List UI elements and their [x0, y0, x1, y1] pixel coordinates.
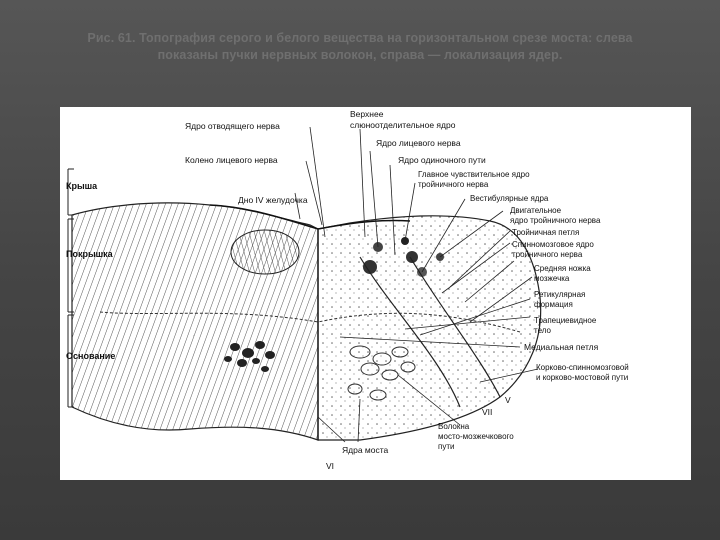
label-reticular-2: формация: [534, 300, 573, 309]
fourth-ventricle-floor: [209, 204, 411, 230]
right-half-nuclei: [317, 215, 542, 441]
label-fibers-1: Волокна: [438, 422, 470, 431]
label-vestibular: Вестибулярные ядра: [470, 194, 549, 203]
label-trigeminal-sensory-1: Главное чувствительное ядро: [418, 170, 530, 179]
label-middle-peduncle-1: Средняя ножка: [534, 264, 591, 273]
label-trigeminal-sensory-2: тройничного нерва: [418, 180, 489, 189]
label-fibers-2: мосто-мозжечкового: [438, 432, 514, 441]
corticospinal-bundles-left: [224, 341, 275, 372]
label-facial-nucleus: Ядро лицевого нерва: [376, 138, 461, 148]
label-superior-salivatory-2: слюноотделительное ядро: [350, 120, 456, 130]
slide-caption: Рис. 61. Топография серого и белого веще…: [40, 30, 680, 64]
label-corticospinal-2: и корково-мостовой пути: [536, 373, 628, 382]
label-abducens-nucleus: Ядро отводящего нерва: [185, 121, 280, 131]
pontine-nuclei-right: [347, 345, 416, 401]
label-nerve-vi: VI: [326, 461, 334, 471]
label-fourth-ventricle-floor: Дно IV желудочка: [238, 195, 308, 205]
pons-diagram: Крыша Покрышка Основание Я: [66, 109, 629, 471]
label-medial-lemniscus: Медиальная петля: [524, 342, 599, 352]
label-nerve-vii: VII: [482, 407, 492, 417]
label-roof: Крыша: [66, 181, 98, 191]
label-trapezoid-2: тело: [534, 326, 552, 335]
label-facial-genu: Колено лицевого нерва: [185, 155, 278, 165]
nerve-v-root: [409, 256, 501, 398]
leader-lines: [294, 126, 539, 443]
label-corticospinal-1: Корково-спинномозговой: [536, 363, 629, 372]
label-nerve-v: V: [505, 395, 511, 405]
pons-cross-section-figure: Крыша Покрышка Основание Я: [60, 107, 691, 480]
label-trigeminal-motor-2: ядро тройничного нерва: [510, 216, 601, 225]
label-base: Основание: [66, 351, 115, 361]
label-solitary-nucleus: Ядро одиночного пути: [398, 155, 486, 165]
label-middle-peduncle-2: мозжечка: [534, 274, 570, 283]
label-fibers-3: пути: [438, 442, 454, 451]
label-superior-salivatory-1: Верхнее: [350, 109, 384, 119]
label-pontine-nuclei: Ядра моста: [342, 445, 389, 455]
caption-line-2: показаны пучки нервных волокон, справа —…: [157, 48, 563, 62]
label-spinal-trigeminal-2: тройничного нерва: [512, 250, 583, 259]
facial-genu-blob: [230, 229, 300, 275]
nerve-vii-root: [359, 256, 461, 408]
label-tegmentum: Покрышка: [66, 249, 114, 259]
label-reticular-1: Ретикулярная: [534, 290, 585, 299]
label-trapezoid-1: Трапециевидное: [534, 316, 597, 325]
caption-line-1: Рис. 61. Топография серого и белого веще…: [87, 31, 633, 45]
left-brackets: [67, 168, 74, 408]
label-trigeminal-lemniscus: Тройничная петля: [512, 228, 579, 237]
label-spinal-trigeminal-1: Спинномозговое ядро: [512, 240, 594, 249]
label-trigeminal-motor-1: Двигательное: [510, 206, 562, 215]
